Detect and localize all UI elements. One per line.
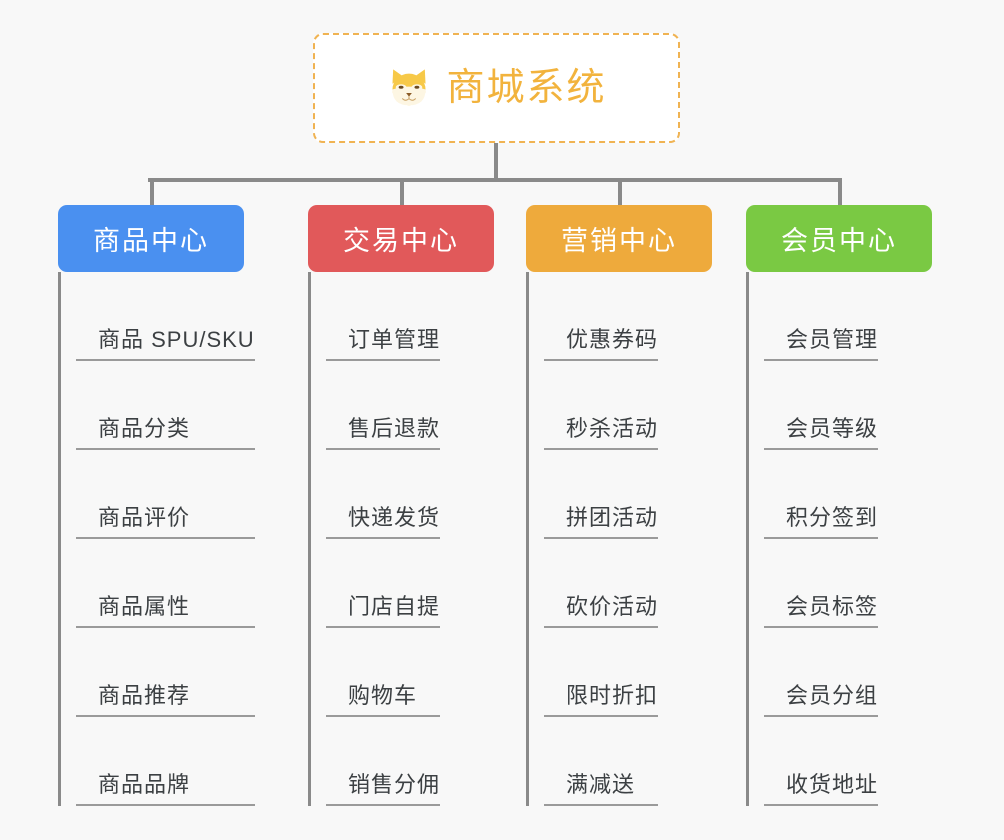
branch-drop-connector xyxy=(400,178,404,205)
leaf-item[interactable]: 砍价活动 xyxy=(544,539,659,628)
leaf-list-marketing: 优惠券码 秒杀活动 拼团活动 砍价活动 限时折扣 满减送 xyxy=(526,272,659,806)
leaf-item-label: 商品品牌 xyxy=(98,771,191,797)
leaf-item[interactable]: 售后退款 xyxy=(326,361,441,450)
leaf-item-label: 商品属性 xyxy=(98,593,191,619)
leaf-item-label: 秒杀活动 xyxy=(566,415,659,441)
leaf-item[interactable]: 秒杀活动 xyxy=(544,361,659,450)
branch-bus-bar xyxy=(148,178,840,182)
leaf-item-label: 商品推荐 xyxy=(98,682,191,708)
leaf-list-trade: 订单管理 售后退款 快递发货 门店自提 购物车 销售分佣 xyxy=(308,272,441,806)
branch-drop-connector xyxy=(618,178,622,205)
leaf-item[interactable]: 会员等级 xyxy=(764,361,879,450)
leaf-item-label: 限时折扣 xyxy=(566,682,659,708)
leaf-item-label: 商品分类 xyxy=(98,415,191,441)
branch-column-marketing: 营销中心 优惠券码 秒杀活动 拼团活动 砍价活动 限时折扣 满减送 xyxy=(526,178,712,806)
branch-column-product: 商品中心 商品 SPU/SKU 商品分类 商品评价 商品属性 商品推荐 商品品牌 xyxy=(58,178,255,806)
leaf-item-label: 会员等级 xyxy=(786,415,879,441)
leaf-item[interactable]: 商品分类 xyxy=(76,361,255,450)
branch-header-marketing[interactable]: 营销中心 xyxy=(526,205,712,272)
leaf-item[interactable]: 限时折扣 xyxy=(544,628,659,717)
leaf-item[interactable]: 销售分佣 xyxy=(326,717,441,806)
leaf-item[interactable]: 商品属性 xyxy=(76,539,255,628)
leaf-item[interactable]: 商品评价 xyxy=(76,450,255,539)
leaf-item[interactable]: 优惠券码 xyxy=(544,272,659,361)
leaf-item-label: 门店自提 xyxy=(348,593,441,619)
leaf-item-label: 商品评价 xyxy=(98,504,191,530)
leaf-item-label: 售后退款 xyxy=(348,415,441,441)
leaf-item[interactable]: 商品 SPU/SKU xyxy=(76,272,255,361)
leaf-item-label: 销售分佣 xyxy=(348,771,441,797)
leaf-item[interactable]: 商品品牌 xyxy=(76,717,255,806)
leaf-item-label: 积分签到 xyxy=(786,504,879,530)
branch-drop-connector xyxy=(150,178,154,205)
branch-header-label: 交易中心 xyxy=(343,226,459,256)
leaf-item-label: 会员管理 xyxy=(786,326,879,352)
leaf-item[interactable]: 购物车 xyxy=(326,628,441,717)
branch-header-trade[interactable]: 交易中心 xyxy=(308,205,494,272)
leaf-item-label: 会员分组 xyxy=(786,682,879,708)
leaf-item-label: 砍价活动 xyxy=(566,593,659,619)
shiba-dog-face-icon xyxy=(386,65,432,111)
leaf-item[interactable]: 商品推荐 xyxy=(76,628,255,717)
branch-header-label: 营销中心 xyxy=(561,226,677,256)
leaf-item[interactable]: 拼团活动 xyxy=(544,450,659,539)
leaf-item[interactable]: 满减送 xyxy=(544,717,659,806)
leaf-item[interactable]: 会员标签 xyxy=(764,539,879,628)
branch-column-member: 会员中心 会员管理 会员等级 积分签到 会员标签 会员分组 收货地址 xyxy=(746,178,932,806)
root-connector-stub xyxy=(494,143,498,182)
leaf-item-label: 满减送 xyxy=(566,771,636,797)
leaf-item-label: 会员标签 xyxy=(786,593,879,619)
leaf-item-label: 购物车 xyxy=(348,682,418,708)
leaf-item[interactable]: 收货地址 xyxy=(764,717,879,806)
branch-header-product[interactable]: 商品中心 xyxy=(58,205,244,272)
branch-header-member[interactable]: 会员中心 xyxy=(746,205,932,272)
root-node[interactable]: 商城系统 xyxy=(313,33,680,143)
leaf-item-label: 快递发货 xyxy=(348,504,441,530)
branch-header-label: 会员中心 xyxy=(781,226,897,256)
branch-header-label: 商品中心 xyxy=(93,226,209,256)
branch-drop-connector xyxy=(838,178,842,205)
leaf-list-product: 商品 SPU/SKU 商品分类 商品评价 商品属性 商品推荐 商品品牌 xyxy=(58,272,255,806)
leaf-item-label: 优惠券码 xyxy=(566,326,659,352)
leaf-item[interactable]: 快递发货 xyxy=(326,450,441,539)
leaf-item[interactable]: 积分签到 xyxy=(764,450,879,539)
leaf-item[interactable]: 订单管理 xyxy=(326,272,441,361)
leaf-item-label: 订单管理 xyxy=(348,326,441,352)
leaf-list-member: 会员管理 会员等级 积分签到 会员标签 会员分组 收货地址 xyxy=(746,272,879,806)
leaf-item[interactable]: 门店自提 xyxy=(326,539,441,628)
leaf-item[interactable]: 会员分组 xyxy=(764,628,879,717)
leaf-item-label: 收货地址 xyxy=(786,771,879,797)
leaf-item[interactable]: 会员管理 xyxy=(764,272,879,361)
leaf-item-label: 拼团活动 xyxy=(566,504,659,530)
root-title: 商城系统 xyxy=(446,67,607,109)
branch-column-trade: 交易中心 订单管理 售后退款 快递发货 门店自提 购物车 销售分佣 xyxy=(308,178,494,806)
leaf-item-label: 商品 SPU/SKU xyxy=(98,326,255,352)
